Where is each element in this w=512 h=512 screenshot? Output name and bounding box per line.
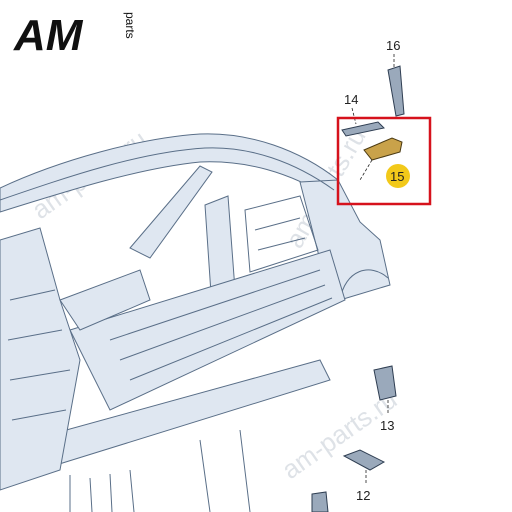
lower-clip-part [311,491,329,512]
highlight-box [336,116,432,206]
part-14-leader [351,107,357,125]
car-body-illustration [0,133,391,512]
car-rear-inner [244,195,319,273]
part-13-label: 13 [380,418,394,433]
car-dashboard [59,269,151,331]
part-16[interactable]: 16 [386,38,405,117]
part-16-label: 16 [386,38,400,53]
logo-text: AM [13,11,84,60]
car-lower-lines [69,429,251,512]
car-a-pillar [129,165,213,259]
part-15-badge [386,164,410,188]
car-front-details [7,289,71,421]
part-15-shape [363,137,403,161]
brand-logo[interactable]: AM parts [13,11,137,60]
part-14[interactable]: 14 [341,92,386,137]
car-roof-edge [0,147,335,201]
car-floor-ribs [109,269,333,381]
part-15-leader [359,159,373,181]
part-16-shape [387,65,405,117]
part-13[interactable]: 13 [373,365,397,433]
car-floor [69,249,346,411]
logo-sub-text: parts [123,12,137,39]
part-14-label: 14 [344,92,358,107]
car-front-structure [0,227,81,491]
part-15-label: 15 [390,169,404,184]
part-15[interactable]: 15 [359,137,410,188]
part-14-shape [341,121,386,137]
part-13-shape [373,365,397,401]
part-12-shape [342,449,386,471]
part-12[interactable]: 12 [342,449,386,503]
part-12-label: 12 [356,488,370,503]
